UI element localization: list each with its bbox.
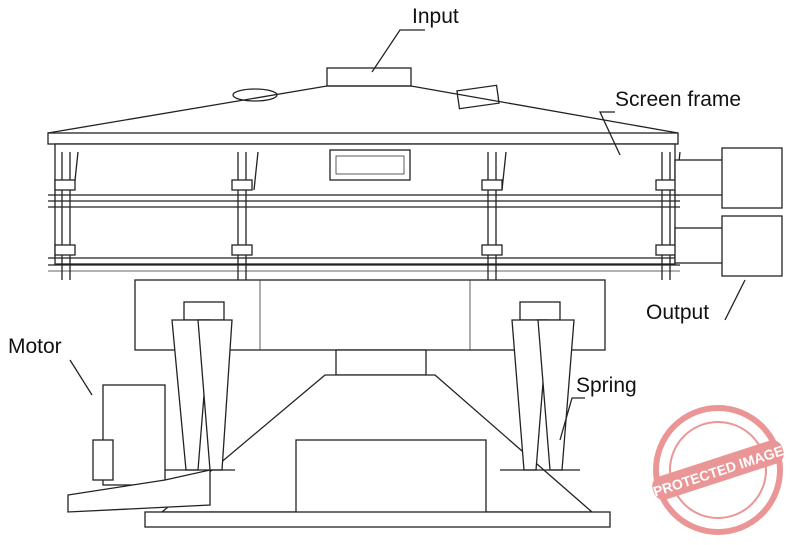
label-output: Output [646, 301, 710, 324]
top-cover [47, 67, 679, 145]
screen-frame [48, 143, 680, 272]
springs [160, 301, 580, 471]
protected-image-stamp: PROTECTED IMAGE [651, 405, 786, 535]
clamps [54, 151, 681, 280]
label-motor: Motor [8, 335, 62, 358]
leader-lines [69, 29, 746, 441]
label-input: Input [412, 5, 459, 28]
outputs [674, 147, 783, 277]
motor [67, 384, 211, 513]
label-screen-frame: Screen frame [615, 88, 742, 111]
label-spring: Spring [576, 374, 637, 397]
